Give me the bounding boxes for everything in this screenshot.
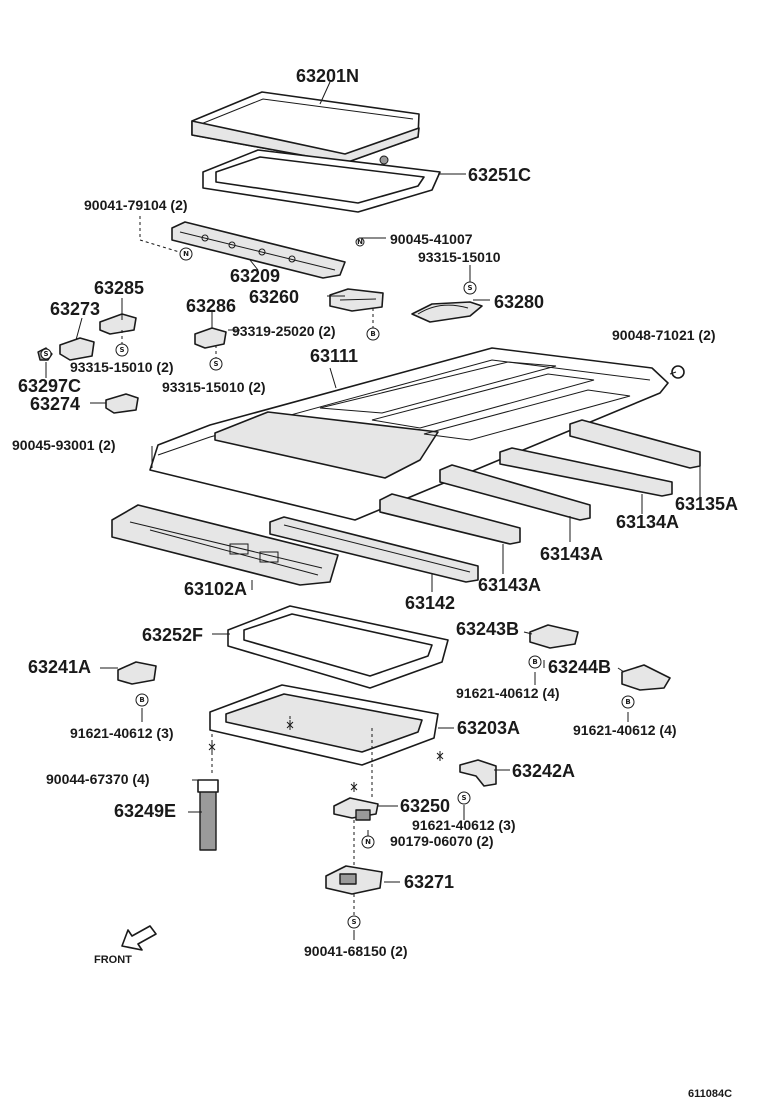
svg-text:B: B (139, 696, 144, 704)
part-label: 90041-79104 (2) (84, 197, 188, 213)
part-label: 93315-15010 (2) (162, 379, 266, 395)
part-label: 63135A (675, 494, 738, 514)
part-label: 91621-40612 (4) (573, 722, 677, 738)
svg-text:S: S (43, 350, 48, 358)
roof-bow-63135A (569, 419, 701, 469)
fastener-mark: S (457, 791, 471, 805)
part-labels: 63201N 63251C 90041-79104 (2) 90045-4100… (12, 66, 738, 1100)
part-label: 63244B (548, 657, 611, 677)
part-label: 91621-40612 (3) (412, 817, 516, 833)
fastener-mark: B (621, 695, 635, 709)
part-label: 90045-93001 (2) (12, 437, 116, 453)
part-label: 93319-25020 (2) (232, 323, 336, 339)
fastener-mark: B (135, 693, 149, 707)
part-label: 63201N (296, 66, 359, 86)
svg-text:N: N (365, 838, 371, 846)
part-label: 63252F (142, 625, 203, 645)
part-label: 63203A (457, 718, 520, 738)
fastener-mark: B (528, 655, 542, 669)
roof-reinforcement-lower (379, 493, 521, 545)
front-deflector-rail (171, 221, 346, 279)
bracket-63286 (194, 327, 227, 349)
drain-hose-63249E (197, 779, 219, 851)
roof-reinforcement-upper (439, 464, 591, 521)
bracket-63242A (459, 759, 497, 787)
front-direction-arrow (121, 925, 157, 951)
part-label: 63143A (478, 575, 541, 595)
roof-bow-63134A (499, 447, 673, 497)
svg-text:B: B (625, 698, 630, 706)
svg-text:S: S (461, 794, 466, 802)
part-label: 90041-68150 (2) (304, 943, 408, 959)
part-label: 63102A (184, 579, 247, 599)
part-label: 91621-40612 (3) (70, 725, 174, 741)
svg-text:S: S (467, 284, 472, 292)
fastener-mark: N (361, 835, 375, 849)
part-label: 63111 (310, 346, 358, 366)
part-label: 63280 (494, 292, 544, 312)
part-label: 63143A (540, 544, 603, 564)
part-label: 63251C (468, 165, 531, 185)
svg-text:S: S (351, 918, 356, 926)
fastener-mark: S (40, 348, 52, 360)
bracket-63243B (529, 624, 579, 649)
svg-text:N: N (357, 238, 363, 246)
roof-reinforcement-63142 (269, 516, 479, 583)
diagram-code: 611084C (688, 1088, 732, 1100)
svg-text:N: N (183, 250, 189, 258)
part-label: 91621-40612 (4) (456, 685, 560, 701)
part-label: 90045-41007 (390, 231, 473, 247)
part-label: 63274 (30, 394, 80, 414)
part-label: 63249E (114, 801, 176, 821)
bracket-63285 (99, 313, 137, 335)
part-label: 63242A (512, 761, 575, 781)
fastener-mark: S (115, 343, 129, 357)
drive-bracket (329, 288, 384, 312)
part-label: 63297C (18, 376, 81, 396)
part-label: 63241A (28, 657, 91, 677)
part-label: 63142 (405, 593, 455, 613)
part-label: 93315-15010 (2) (70, 359, 174, 375)
fastener-mark: S (463, 281, 477, 295)
part-label: 63286 (186, 296, 236, 316)
asterisk-markers (208, 720, 444, 792)
front-label: FRONT (94, 954, 132, 966)
fastener-marks: N S B N S S S B B B S N S (40, 237, 635, 929)
bracket-63241A (117, 661, 157, 685)
part-label: 90044-67370 (4) (46, 771, 150, 787)
leader-lines (45, 81, 701, 940)
housing-seal (227, 605, 449, 689)
svg-text:S: S (119, 346, 124, 354)
part-label: 63134A (616, 512, 679, 532)
svg-text:S: S (213, 360, 218, 368)
part-label: 63243B (456, 619, 519, 639)
motor-63271 (325, 865, 383, 895)
fastener-mark: N (355, 237, 365, 247)
part-label: 63209 (230, 266, 280, 286)
part-label: 63273 (50, 299, 100, 319)
sunroof-housing (209, 684, 439, 766)
glass-weatherstrip (202, 149, 441, 213)
part-label: 63250 (400, 796, 450, 816)
fastener-mark: S (209, 357, 223, 371)
sunroof-glass-panel (191, 91, 420, 164)
bracket-63244B (621, 664, 671, 691)
part-label: 90048-71021 (2) (612, 327, 716, 343)
part-label: 90179-06070 (2) (390, 833, 494, 849)
front-header-panel (111, 504, 339, 586)
svg-text:B: B (370, 330, 375, 338)
bracket-63274 (105, 393, 139, 414)
bracket-63273 (59, 337, 95, 361)
drive-cable-assembly (411, 301, 483, 323)
part-label: 63260 (249, 287, 299, 307)
fastener-mark: S (347, 915, 361, 929)
part-label: 93315-15010 (418, 249, 501, 265)
svg-text:B: B (532, 658, 537, 666)
part-label: 63271 (404, 872, 454, 892)
part-label: 63285 (94, 278, 144, 298)
bracket-63250 (333, 797, 379, 821)
fastener-mark: B (366, 327, 380, 341)
fastener-mark: N (179, 247, 193, 261)
